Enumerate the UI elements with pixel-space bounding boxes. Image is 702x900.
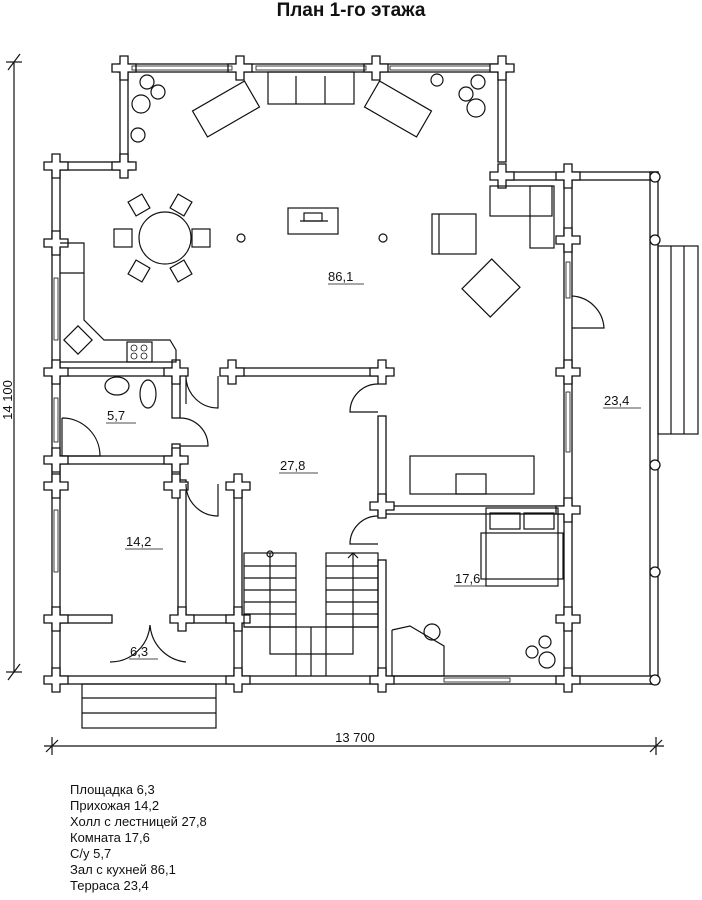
log-corner: [43, 447, 69, 473]
legend-item: С/у 5,7: [70, 846, 112, 861]
room-labels: 86,1 5,7 27,8 14,2 6,3 23,4 17,6: [106, 269, 641, 660]
log-corner: [225, 667, 251, 693]
log-corner: [555, 163, 581, 189]
dining-table: [113, 193, 211, 283]
log-corner: [43, 473, 69, 499]
legend-item: Площадка 6,3: [70, 782, 155, 797]
log-corner: [43, 667, 69, 693]
log-corner: [555, 667, 581, 693]
room-area-entry: 14,2: [126, 534, 151, 549]
terrace-posts: [649, 171, 661, 686]
room-legend: Площадка 6,3 Прихожая 14,2 Холл с лестни…: [70, 782, 207, 894]
room-area-stair-hall: 27,8: [280, 458, 305, 473]
windows: [53, 65, 571, 683]
bedroom-furniture: [391, 455, 564, 677]
plan-title: План 1-го этажа: [276, 0, 426, 21]
log-corner: [225, 473, 251, 499]
log-corner: [219, 359, 245, 385]
log-corner: [43, 606, 69, 632]
log-corner: [111, 55, 137, 81]
legend-item: Холл с лестницей 27,8: [70, 814, 207, 829]
width-label: 13 700: [335, 730, 375, 745]
log-corner: [43, 230, 69, 256]
log-corner: [363, 55, 389, 81]
room-area-hall-kitchen: 86,1: [328, 269, 353, 284]
log-corner: [489, 163, 515, 189]
fireplace: [236, 207, 388, 243]
legend-item: Зал с кухней 86,1: [70, 862, 176, 877]
height-dimension: 14 100: [0, 53, 22, 681]
log-corner: [489, 55, 515, 81]
entry-steps: [81, 683, 217, 729]
log-corner: [43, 359, 69, 385]
log-corner: [369, 359, 395, 385]
toilet-fixtures: [61, 376, 157, 457]
log-corner: [43, 153, 69, 179]
terrace-steps: [657, 245, 699, 435]
log-corners: [43, 55, 581, 693]
height-label: 14 100: [0, 380, 15, 420]
room-area-porch: 6,3: [130, 644, 148, 659]
log-corner: [369, 667, 395, 693]
log-corner: [369, 493, 395, 519]
log-corner: [555, 359, 581, 385]
log-corner: [163, 473, 189, 499]
plants: [130, 73, 556, 669]
log-corner: [555, 227, 581, 253]
sofas: [191, 71, 433, 138]
width-dimension: 13 700: [44, 730, 664, 755]
log-corner: [227, 55, 253, 81]
legend-item: Комната 17,6: [70, 830, 150, 845]
log-corner: [163, 447, 189, 473]
log-corner: [555, 606, 581, 632]
doors: [109, 295, 605, 663]
log-corner: [225, 606, 251, 632]
armchairs: [431, 185, 555, 318]
legend-item: Терраса 23,4: [70, 878, 149, 893]
room-area-toilet: 5,7: [107, 408, 125, 423]
room-area-terrace: 23,4: [604, 393, 629, 408]
room-area-bedroom: 17,6: [455, 571, 480, 586]
staircase: [243, 550, 379, 676]
log-corner: [111, 153, 137, 179]
log-corner: [555, 497, 581, 523]
kitchen-counter: [60, 242, 177, 363]
legend-item: Прихожая 14,2: [70, 798, 160, 813]
log-corner: [163, 359, 189, 385]
log-corner: [169, 606, 195, 632]
